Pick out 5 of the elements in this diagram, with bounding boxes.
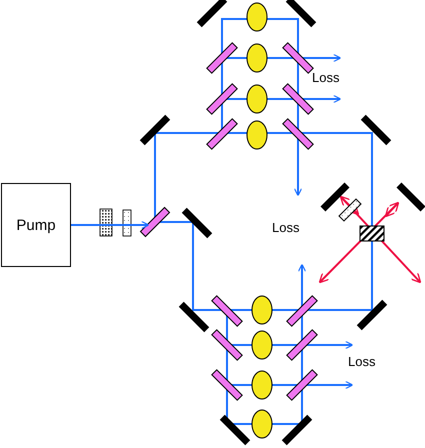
laser-beam [71, 220, 150, 230]
loss-label: Loss [272, 220, 300, 236]
loss-label: Loss [348, 354, 376, 370]
pump-box: Pump [1, 183, 71, 267]
loss-label: Loss [312, 70, 340, 86]
